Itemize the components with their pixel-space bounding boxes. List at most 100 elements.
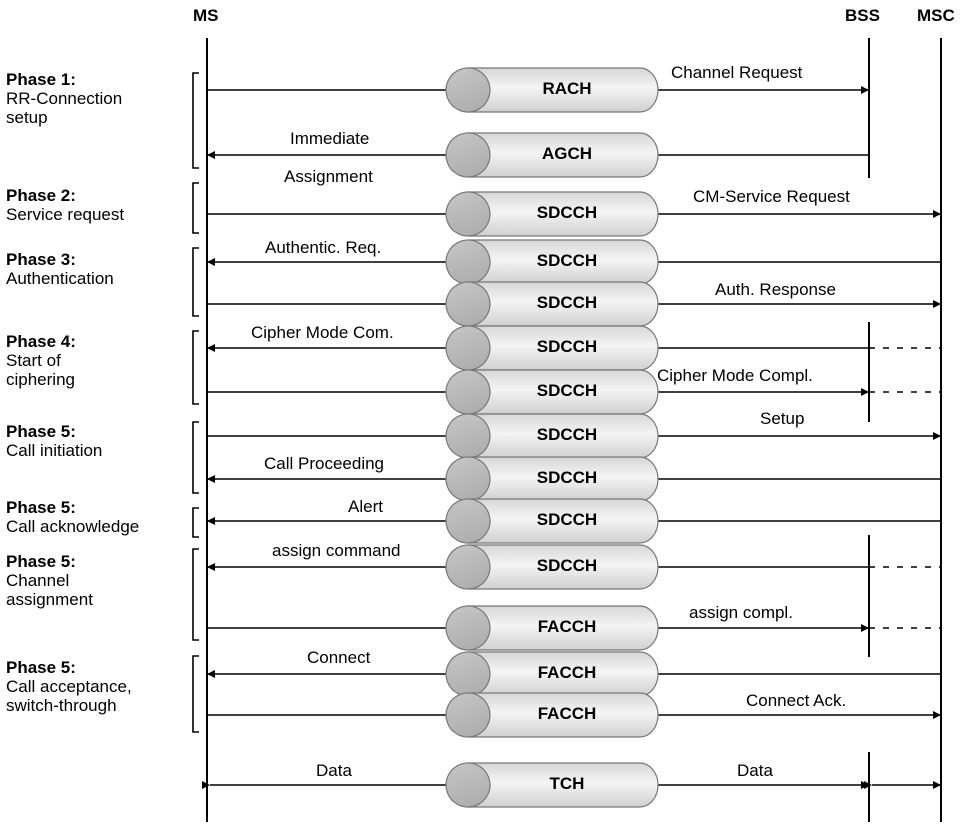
msg-call-proceeding: Call Proceeding bbox=[264, 454, 385, 473]
phase-desc: switch-through bbox=[6, 696, 117, 715]
tube-end-cap bbox=[445, 67, 491, 113]
phase-desc: assignment bbox=[6, 590, 93, 609]
tube-end-cap bbox=[445, 191, 491, 237]
phase-desc: Call acceptance, bbox=[6, 677, 132, 696]
channel-label-sdcch: SDCCH bbox=[536, 293, 598, 312]
phase-desc: Call initiation bbox=[6, 441, 103, 460]
channel-tubes bbox=[445, 67, 659, 808]
tube-end-cap bbox=[445, 544, 491, 590]
phase-title: Phase 5: bbox=[6, 422, 76, 441]
channel-label-sdcch: SDCCH bbox=[536, 251, 598, 270]
phase-title: Phase 5: bbox=[6, 498, 76, 517]
tube-body bbox=[467, 762, 659, 808]
tube-end-cap bbox=[445, 239, 491, 285]
phase-5-call-initiation-label: Phase 5: Call initiation bbox=[6, 422, 102, 460]
entity-ms-label: MS bbox=[193, 6, 219, 25]
tube-body bbox=[467, 544, 659, 590]
channel-label-sdcch: SDCCH bbox=[536, 337, 598, 356]
msg-connect: Connect bbox=[307, 648, 371, 667]
bracket-phase-4 bbox=[192, 330, 199, 405]
channel-tube-rach bbox=[445, 67, 659, 113]
tube-end-cap bbox=[445, 651, 491, 697]
channel-label-sdcch: SDCCH bbox=[536, 381, 598, 400]
phase-desc: Channel bbox=[6, 571, 70, 590]
bracket-phase-5c bbox=[192, 548, 199, 641]
tube-body bbox=[467, 191, 659, 237]
phase-title: Phase 1: bbox=[6, 70, 76, 89]
channel-label-agch: AGCH bbox=[541, 144, 593, 163]
bracket-phase-3 bbox=[192, 247, 199, 317]
msg-data-right: Data bbox=[737, 761, 773, 780]
phase-desc: ciphering bbox=[6, 370, 75, 389]
phase-brackets bbox=[192, 72, 199, 733]
msg-connect-ack: Connect Ack. bbox=[746, 691, 847, 710]
channel-label-facch: FACCH bbox=[537, 617, 597, 636]
channel-label-sdcch: SDCCH bbox=[536, 425, 598, 444]
phase-5-call-acceptance-label: Phase 5: Call acceptance, switch-through bbox=[6, 658, 132, 715]
phase-desc: Service request bbox=[6, 205, 125, 224]
phase-1-label: Phase 1: RR-Connection setup bbox=[6, 70, 122, 127]
channel-tube-facch bbox=[445, 651, 659, 697]
channel-tube-agch bbox=[445, 132, 659, 178]
bracket-phase-5a bbox=[192, 421, 199, 494]
channel-tube-sdcch bbox=[445, 369, 659, 415]
channel-label-sdcch: SDCCH bbox=[536, 556, 598, 575]
channel-label-sdcch: SDCCH bbox=[536, 203, 598, 222]
tube-end-cap bbox=[445, 498, 491, 544]
msg-authentic-req: Authentic. Req. bbox=[265, 238, 382, 257]
channel-label-rach: RACH bbox=[542, 79, 592, 98]
phase-desc: RR-Connection bbox=[6, 89, 123, 108]
entity-bss-label: BSS bbox=[845, 6, 880, 25]
channel-tube-sdcch bbox=[445, 456, 659, 502]
msg-assign-compl: assign compl. bbox=[689, 603, 793, 622]
channel-tube-sdcch bbox=[445, 413, 659, 459]
phase-desc: setup bbox=[6, 108, 48, 127]
channel-tube-sdcch bbox=[445, 325, 659, 371]
message-lines bbox=[202, 86, 941, 789]
msg-cm-service-request: CM-Service Request bbox=[693, 187, 850, 206]
tube-end-cap bbox=[445, 605, 491, 651]
bracket-phase-5d bbox=[192, 655, 199, 733]
channel-label-tch: TCH bbox=[549, 774, 585, 793]
channel-tube-sdcch bbox=[445, 544, 659, 590]
tube-body bbox=[467, 692, 659, 738]
msg-cipher-mode-com: Cipher Mode Com. bbox=[251, 323, 394, 342]
tube-body bbox=[467, 67, 659, 113]
tube-end-cap bbox=[445, 413, 491, 459]
bracket-phase-2 bbox=[192, 182, 199, 234]
tube-end-cap bbox=[445, 762, 491, 808]
tube-end-cap bbox=[445, 456, 491, 502]
msg-immediate: Immediate bbox=[290, 129, 370, 148]
tube-body bbox=[467, 132, 659, 178]
msg-auth-response: Auth. Response bbox=[715, 280, 836, 299]
msg-assignment: Assignment bbox=[284, 167, 373, 186]
tube-body bbox=[467, 605, 659, 651]
channel-tube-sdcch bbox=[445, 191, 659, 237]
tube-end-cap bbox=[445, 692, 491, 738]
channel-label-sdcch: SDCCH bbox=[536, 468, 598, 487]
tube-end-cap bbox=[445, 369, 491, 415]
channel-tube-sdcch bbox=[445, 281, 659, 327]
phase-title: Phase 2: bbox=[6, 186, 76, 205]
phase-5-channel-assignment-label: Phase 5: Channel assignment bbox=[6, 552, 93, 609]
phase-title: Phase 5: bbox=[6, 658, 76, 677]
phase-desc: Start of bbox=[6, 351, 61, 370]
phase-title: Phase 3: bbox=[6, 250, 76, 269]
phase-4-label: Phase 4: Start of ciphering bbox=[6, 332, 76, 389]
channel-tube-facch bbox=[445, 692, 659, 738]
msg-cipher-mode-compl: Cipher Mode Compl. bbox=[657, 366, 813, 385]
channel-tube-facch bbox=[445, 605, 659, 651]
tube-end-cap bbox=[445, 281, 491, 327]
msg-alert: Alert bbox=[348, 497, 383, 516]
msg-channel-request: Channel Request bbox=[671, 63, 803, 82]
msg-setup: Setup bbox=[760, 409, 805, 428]
msg-data-left: Data bbox=[316, 761, 352, 780]
phase-3-label: Phase 3: Authentication bbox=[6, 250, 114, 288]
channel-tube-sdcch bbox=[445, 498, 659, 544]
msg-assign-command: assign command bbox=[272, 541, 401, 560]
tube-body bbox=[467, 498, 659, 544]
channel-tube-sdcch bbox=[445, 239, 659, 285]
phase-title: Phase 4: bbox=[6, 332, 76, 351]
tube-end-cap bbox=[445, 132, 491, 178]
